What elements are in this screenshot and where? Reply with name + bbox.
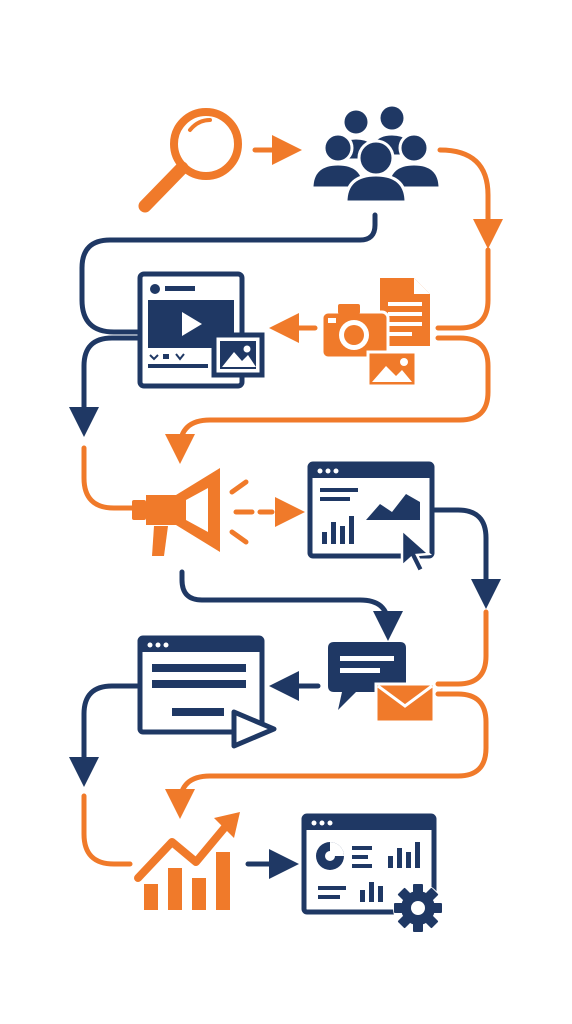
chat-bubble-envelope-icon bbox=[328, 642, 436, 724]
connectors bbox=[69, 135, 503, 879]
connector-video-post-to-left-down bbox=[69, 335, 141, 437]
connector-left-rail-to-megaphone bbox=[81, 445, 135, 511]
connector-right-rail-media bbox=[435, 247, 491, 331]
connector-audience-to-video-post bbox=[79, 212, 378, 335]
pie-chart-icon bbox=[316, 842, 344, 870]
browser-form-play-icon bbox=[137, 635, 277, 749]
play-icon bbox=[182, 312, 202, 336]
image-icon bbox=[366, 350, 418, 388]
play-icon bbox=[231, 709, 277, 749]
camera-document-image-icon bbox=[320, 278, 430, 388]
camera-icon bbox=[320, 304, 390, 360]
connector-right-rail-to-growth bbox=[165, 691, 489, 819]
gear-icon bbox=[393, 883, 443, 933]
browser-chart-cursor-icon bbox=[307, 461, 435, 574]
cursor-icon bbox=[400, 527, 433, 574]
connector-left-rail-to-growth bbox=[81, 793, 133, 867]
document-icon bbox=[380, 278, 430, 346]
connector-web-analytics-to-right-down bbox=[429, 507, 501, 609]
rising-bar-chart-icon bbox=[134, 812, 240, 910]
image-icon bbox=[211, 332, 265, 378]
dashboard-gear-icon bbox=[301, 813, 443, 933]
user-group-icon bbox=[310, 103, 442, 204]
connector-landing-page-to-left-down bbox=[69, 683, 141, 787]
video-post-window-icon bbox=[137, 271, 265, 389]
connector-right-rail-loop bbox=[165, 335, 491, 464]
magnifying-glass-icon bbox=[138, 108, 242, 213]
envelope-icon bbox=[374, 682, 436, 724]
connector-audience-to-right-rail bbox=[437, 147, 503, 249]
connector-megaphone-to-messaging bbox=[179, 569, 403, 641]
megaphone-icon bbox=[132, 468, 249, 556]
connector-right-rail-messaging bbox=[435, 609, 489, 687]
